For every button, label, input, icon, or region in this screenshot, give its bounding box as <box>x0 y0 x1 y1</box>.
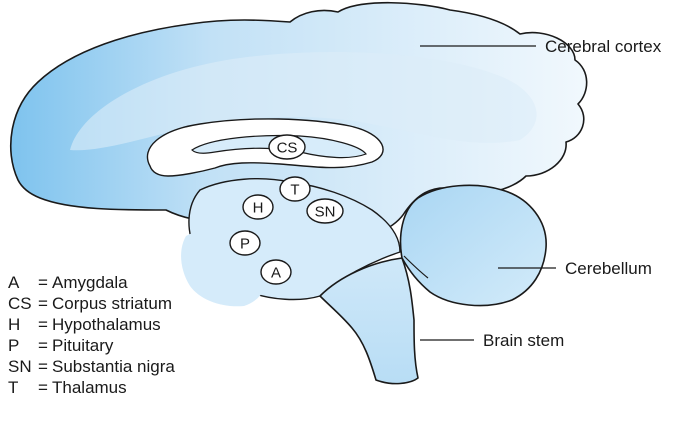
key-item: H=Hypothalamus <box>8 314 175 335</box>
key-equals: = <box>38 314 52 335</box>
key-item: A=Amygdala <box>8 272 175 293</box>
marker-a: A <box>261 260 291 284</box>
marker-cs-text: CS <box>277 140 298 157</box>
marker-p: P <box>230 231 260 255</box>
abbreviation-key: A=Amygdala CS=Corpus striatum H=Hypothal… <box>8 272 175 398</box>
marker-sn: SN <box>307 199 343 223</box>
cerebellum-shape <box>401 185 547 305</box>
key-abbr: CS <box>8 293 38 314</box>
key-equals: = <box>38 356 52 377</box>
key-item: SN=Substantia nigra <box>8 356 175 377</box>
key-equals: = <box>38 293 52 314</box>
marker-h-text: H <box>253 200 264 217</box>
key-item: CS=Corpus striatum <box>8 293 175 314</box>
label-brain-stem: Brain stem <box>483 331 564 350</box>
key-name: Substantia nigra <box>52 356 175 377</box>
key-equals: = <box>38 377 52 398</box>
marker-sn-text: SN <box>315 204 336 221</box>
key-name: Amygdala <box>52 272 128 293</box>
key-abbr: T <box>8 377 38 398</box>
key-abbr: SN <box>8 356 38 377</box>
key-equals: = <box>38 272 52 293</box>
marker-cs: CS <box>269 135 305 159</box>
marker-t-text: T <box>290 182 299 199</box>
key-item: T=Thalamus <box>8 377 175 398</box>
key-name: Hypothalamus <box>52 314 161 335</box>
key-abbr: P <box>8 335 38 356</box>
key-name: Thalamus <box>52 377 127 398</box>
key-abbr: A <box>8 272 38 293</box>
marker-a-text: A <box>271 265 281 282</box>
key-abbr: H <box>8 314 38 335</box>
key-name: Pituitary <box>52 335 113 356</box>
key-item: P=Pituitary <box>8 335 175 356</box>
marker-p-text: P <box>240 236 250 253</box>
key-name: Corpus striatum <box>52 293 172 314</box>
label-cerebellum: Cerebellum <box>565 259 652 278</box>
marker-h: H <box>243 195 273 219</box>
label-cerebral-cortex: Cerebral cortex <box>545 37 662 56</box>
key-equals: = <box>38 335 52 356</box>
marker-t: T <box>280 177 310 201</box>
